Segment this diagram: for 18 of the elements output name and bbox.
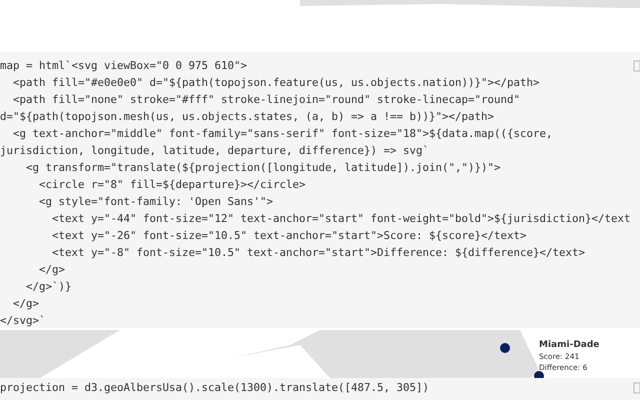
code-line: </g> <box>13 297 40 311</box>
code-line: </g> <box>39 263 66 277</box>
code-line: <g style="font-family: 'Open Sans'"> <box>39 195 274 209</box>
code-line: <circle r="8" fill=${departure}></circle> <box>39 178 306 192</box>
map-label: Miami-Dade <box>539 340 600 350</box>
code-line: </g>`)} <box>26 280 72 294</box>
code-line: d="${path(topojson.mesh(us, us.objects.states, (a, b) => a !== b))}"></path> <box>0 110 494 124</box>
code-line: jurisdiction, longitude, latitude, departure, difference}) => svg` <box>0 144 430 158</box>
code-line: </svg>` <box>0 314 46 328</box>
code-line: <text y="-26" font-size="10.5" text-anchor="start">Score: ${score}</text> <box>52 229 527 243</box>
code-line: <text y="-44" font-size="12" text-anchor="start" font-weight="bold">${jurisdiction}</text <box>52 212 631 226</box>
code-line: <path fill="#e0e0e0" d="${path(topojson.feature(us, us.objects.nation))}"></path> <box>13 76 540 90</box>
code-line: map = html`<svg viewBox="0 0 975 610"> <box>0 59 248 73</box>
code-line: <g transform="translate(${projection([longitude, latitude]).join(",")})"> <box>26 161 501 175</box>
code-line: <g text-anchor="middle" font-family="sans-serif" font-size="18">${data.map(({score, <box>13 127 553 141</box>
code-line: projection = d3.geoAlbersUsa().scale(1300).translate([487.5, 305]) <box>0 381 430 395</box>
code-line: <text y="-8" font-size="10.5" text-anchor="start">Difference: ${difference}</text> <box>52 246 586 260</box>
code-line: <path fill="none" stroke="#fff" stroke-linejoin="round" stroke-linecap="round" <box>13 93 520 107</box>
